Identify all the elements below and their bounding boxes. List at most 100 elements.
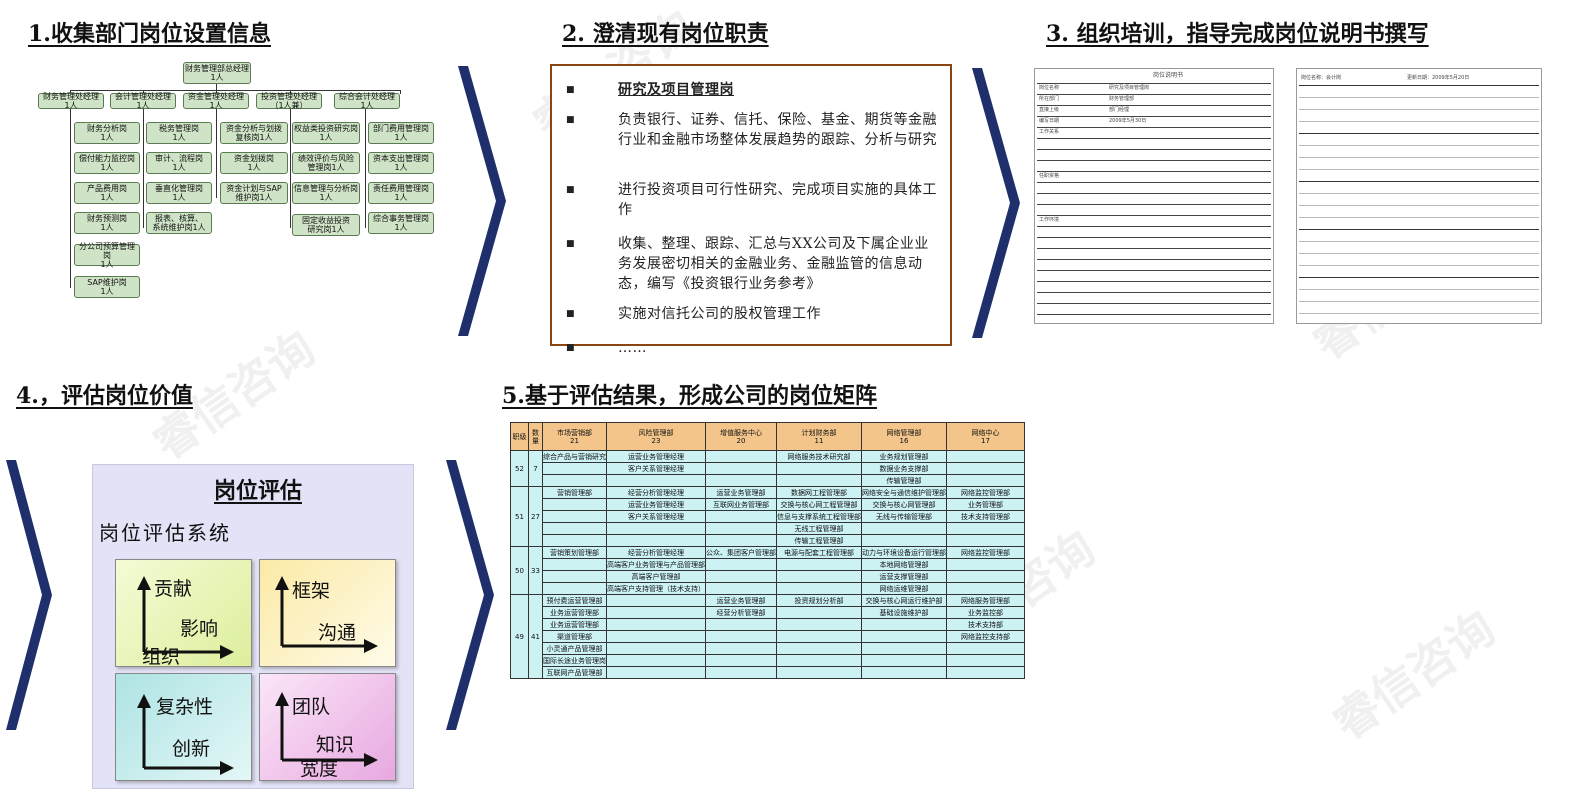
bullet-icon: ■	[566, 185, 575, 195]
matrix-level-cell: 27	[528, 486, 543, 547]
job-description-doc-2: 岗位名称：会计岗 更新日期：2009年5月20日	[1296, 68, 1542, 324]
matrix-cell: 业务管理部	[946, 498, 1025, 511]
org-manager-box: 综合会计处经理 1人	[334, 92, 400, 110]
matrix-cell	[776, 582, 862, 595]
matrix-cell	[946, 570, 1025, 583]
org-manager-box: 资金管理处经理 1人	[183, 92, 249, 110]
matrix-cell: 数据网工程管理部	[776, 486, 862, 499]
matrix-cell: 网络监控管理部	[946, 546, 1025, 559]
matrix-level-cell: 49	[510, 594, 529, 679]
evaluation-panel: 岗位评估 岗位评估系统 贡献 影响 组织 框架 沟通 复杂性 创新 团队 知识 …	[92, 464, 414, 789]
org-position-box: 绩效评价与风险 管理岗1人	[292, 152, 360, 174]
matrix-row: 国际长途业务管理岗	[511, 654, 1025, 667]
org-position-box: 审计、流程岗 1人	[146, 152, 212, 174]
org-position-box: 信息管理与分析岗 1人	[292, 182, 360, 204]
matrix-cell: 网络服务管理部	[946, 594, 1025, 607]
doc-cell: 编写日期	[1039, 118, 1060, 124]
matrix-cell: 运营业务管理部	[705, 594, 777, 607]
doc-rule	[1037, 94, 1271, 95]
matrix-cell	[606, 474, 706, 487]
matrix-cell	[776, 558, 862, 571]
matrix-cell: 数据业务支撑部	[861, 462, 947, 475]
matrix-row: 高端客户管理部运营支撑管理部	[511, 570, 1025, 583]
axis-arrows-icon	[137, 694, 234, 775]
matrix-cell: 公众、集团客户管理部	[705, 546, 777, 559]
matrix-cell	[776, 630, 862, 643]
matrix-cell	[705, 558, 777, 571]
doc-rule	[1037, 83, 1271, 84]
matrix-cell: 无线与传输管理部	[861, 510, 947, 523]
step2-heading: 2. 澄清现有岗位职责	[562, 21, 769, 47]
matrix-cell: 电源与配套工程管理部	[776, 546, 862, 559]
quadrant-label: 影响	[180, 618, 219, 640]
quadrant-label: 团队	[292, 696, 331, 718]
matrix-level-cell: 41	[528, 594, 543, 679]
matrix-cell	[705, 618, 777, 631]
matrix-cell	[705, 522, 777, 535]
matrix-cell	[542, 522, 607, 535]
matrix-cell: 经营分析管理经理	[606, 486, 706, 499]
org-position-box: 偿付能力监控岗 1人	[74, 152, 140, 174]
evaluation-subtitle: 岗位评估系统	[99, 521, 231, 545]
matrix-cell: 预付费运营管理部	[542, 594, 607, 607]
doc-cell: 任职资格	[1039, 173, 1060, 179]
matrix-cell: 投资规划分析部	[776, 594, 862, 607]
doc-title: 岗位说明书	[1153, 72, 1184, 79]
matrix-cell: 互联网产品管理部	[542, 666, 607, 679]
matrix-cell	[946, 474, 1025, 487]
quadrant-team: 团队 知识 宽度	[259, 673, 396, 781]
duty-text: 进行投资项目可行性研究、完成项目实施的具体工作	[618, 182, 937, 218]
org-position-box: 综合事务管理岗 1人	[368, 212, 434, 234]
doc-rule	[1299, 301, 1539, 302]
axis-arrows-icon	[275, 576, 378, 653]
bullet-icon: ■	[566, 85, 575, 95]
doc-rule	[1037, 182, 1271, 183]
step5-heading: 5.基于评估结果，形成公司的岗位矩阵	[502, 383, 877, 409]
doc-rule	[1299, 145, 1539, 146]
doc-rule	[1037, 204, 1271, 205]
matrix-cell: 无线工程管理部	[776, 522, 862, 535]
duty-text: ……	[618, 340, 647, 356]
quadrant-label: 沟通	[318, 622, 357, 644]
bullet-icon: ■	[566, 239, 575, 249]
matrix-cell: 运营业务管理部	[705, 486, 777, 499]
org-chart	[0, 0, 401, 288]
matrix-cell	[861, 666, 947, 679]
matrix-cell	[705, 570, 777, 583]
matrix-cell: 互联网业务管理部	[705, 498, 777, 511]
duty-text: 研究及项目管理岗	[618, 82, 734, 98]
doc-rule	[1299, 193, 1539, 194]
matrix-cell: 运营支撑管理部	[861, 570, 947, 583]
matrix-row: 无线工程管理部	[511, 522, 1025, 535]
matrix-level-cell: 52	[510, 450, 529, 487]
doc-rule	[1299, 181, 1539, 182]
matrix-cell: 网络监控管理部	[946, 486, 1025, 499]
doc-cell: 岗位名称	[1039, 85, 1060, 91]
doc-header-left: 岗位名称：会计岗	[1301, 75, 1342, 81]
matrix-cell: 网络监控支持部	[946, 630, 1025, 643]
doc-rule	[1037, 149, 1271, 150]
org-manager-box: 财务管理处经理 1人	[38, 92, 104, 110]
matrix-row: 高端客户业务管理与产品管理部本地网络管理部	[511, 558, 1025, 571]
matrix-level-cell: 33	[528, 546, 543, 595]
matrix-cell: 经营分析管理部	[705, 606, 777, 619]
step1-heading: 1.收集部门岗位设置信息	[28, 21, 271, 47]
matrix-header-cell: 增值服务中心 20	[705, 422, 777, 451]
matrix-cell: 技术支持管理部	[946, 510, 1025, 523]
matrix-cell	[705, 474, 777, 487]
org-position-box: 部门费用管理岗 1人	[368, 122, 434, 144]
matrix-cell	[776, 474, 862, 487]
matrix-cell: 渠道管理部	[542, 630, 607, 643]
matrix-cell	[946, 558, 1025, 571]
matrix-cell: 基础设施维护部	[861, 606, 947, 619]
org-position-box: 资金计划与SAP 维护岗1人	[220, 182, 288, 204]
matrix-cell	[606, 630, 706, 643]
doc-cell: 所在部门	[1039, 96, 1060, 102]
matrix-cell	[776, 654, 862, 667]
matrix-cell: 信息与支撑系统工程管理部	[776, 510, 862, 523]
matrix-row: 业务运营管理部技术支持部	[511, 618, 1025, 631]
